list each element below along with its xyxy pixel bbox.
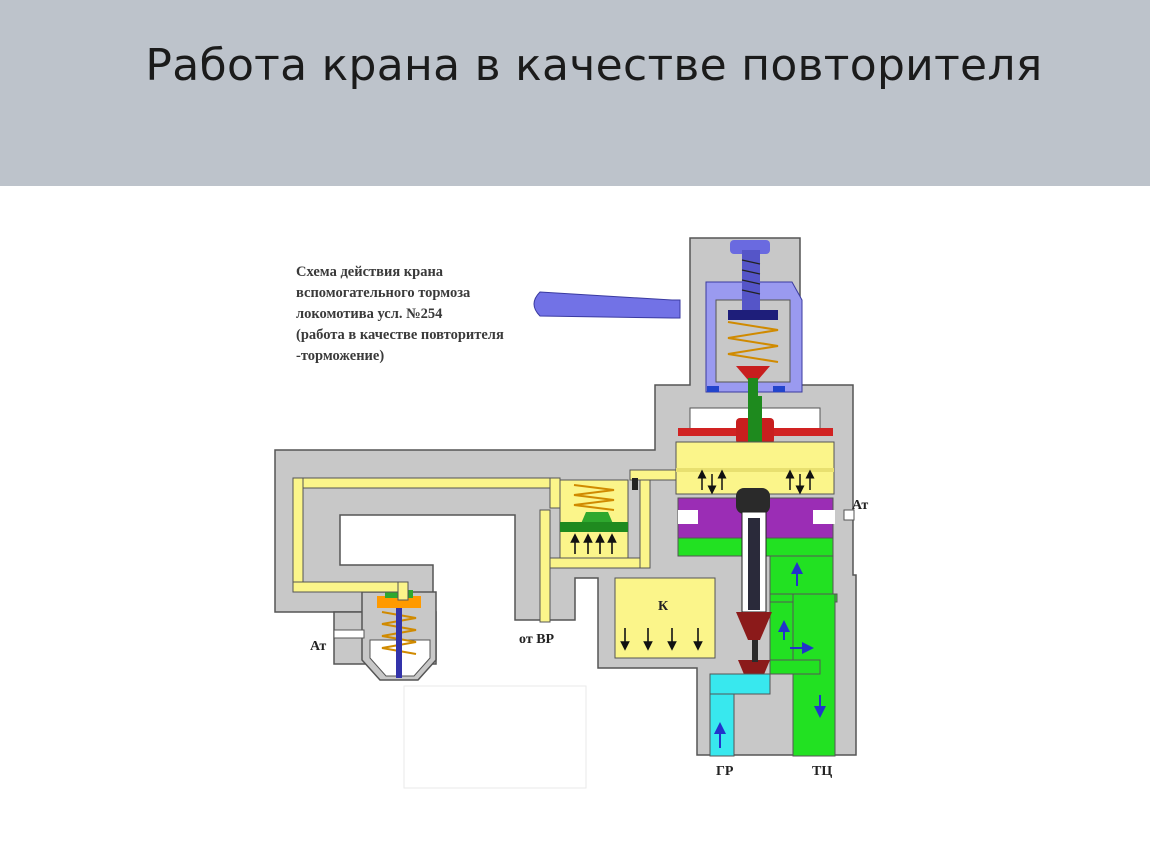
handle-assembly bbox=[533, 240, 803, 408]
diagram-caption: Схема действия крана вспомогательного то… bbox=[296, 262, 596, 367]
yellow-chamber bbox=[675, 441, 835, 495]
label-k: К bbox=[658, 599, 669, 614]
middle-check-valve bbox=[559, 478, 638, 559]
caption-line: Схема действия крана bbox=[296, 264, 444, 280]
label-at-left: Ат bbox=[310, 639, 326, 654]
label-tc: ТЦ bbox=[812, 764, 832, 779]
upper-diaphragm bbox=[678, 396, 833, 444]
caption-line: локомотива усл. №254 bbox=[296, 306, 443, 322]
caption-line: (работа в качестве повторителя bbox=[296, 327, 504, 343]
blank-panel bbox=[403, 685, 587, 789]
label-at-right: Ат bbox=[852, 498, 868, 513]
yellow-channel bbox=[292, 469, 681, 623]
slide-title: Работа крана в качестве повторителя bbox=[145, 40, 1043, 91]
title-bar bbox=[0, 0, 1150, 186]
label-ot-vr: от ВР bbox=[519, 632, 555, 647]
reservoir-k bbox=[614, 577, 716, 659]
caption-line: -торможение) bbox=[296, 348, 385, 364]
label-gr: ГР bbox=[716, 764, 734, 779]
caption-line: вспомогательного тормоза bbox=[296, 285, 471, 301]
